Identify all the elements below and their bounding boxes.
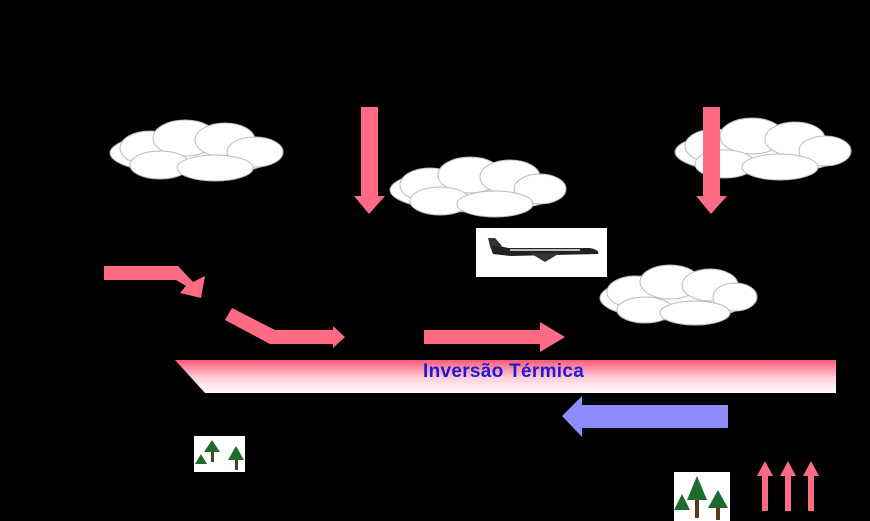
top-air-label: Ar frio descendo: [478, 79, 566, 93]
warm-air-arrow-3: [424, 322, 565, 352]
cold-air-label: Ar Frio: [618, 436, 654, 450]
inversion-band-label: Inversão Térmica: [423, 361, 585, 382]
left-air-label: Ar quente subindo: [88, 236, 186, 250]
marker-3: (3): [500, 398, 532, 428]
cloud-icon: [389, 156, 567, 218]
cloud-icon: [109, 119, 284, 182]
emission-arrows: [757, 461, 819, 511]
cloud-icon: [674, 117, 852, 181]
airplane-icon: [476, 228, 607, 277]
warm-air-arrow-1: [104, 266, 205, 298]
warm-air-arrow-2: [225, 308, 345, 348]
cold-air-arrow: [562, 396, 728, 437]
marker-1: (1): [512, 24, 544, 54]
emission-label: Emissão de poluentes pelo solo: [743, 433, 842, 456]
downward-arrow: [354, 107, 385, 214]
cloud-icon: [599, 264, 758, 326]
marker-4: (4): [822, 470, 854, 500]
downward-arrow: [696, 107, 727, 214]
marker-2: (2): [36, 262, 68, 292]
inversion-band: [175, 360, 836, 393]
tree-icon: [674, 472, 730, 521]
tree-icon: [194, 436, 245, 472]
